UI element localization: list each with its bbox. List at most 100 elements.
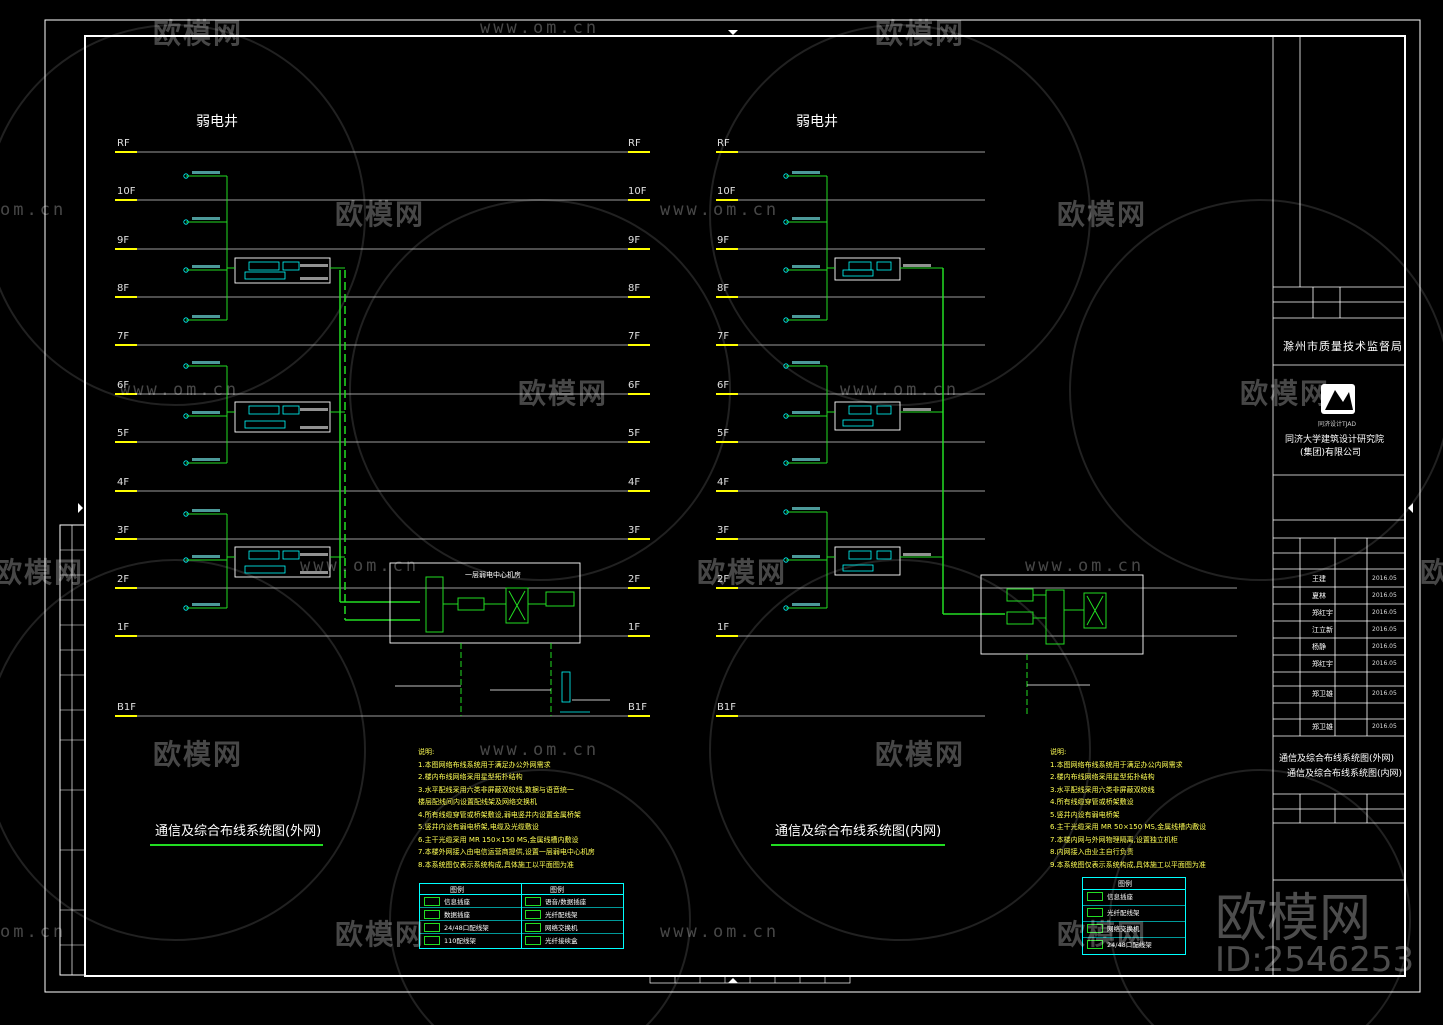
floor-label: 10F (717, 186, 736, 197)
note-line: 1.本图网络布线系统用于满足办公外网需求 (418, 760, 551, 769)
legend-left-header-a: 图例 (450, 886, 464, 894)
110-block (244, 565, 286, 574)
watermark-url: www.om.cn (660, 200, 780, 220)
watermark-url: www.om.cn (480, 18, 600, 38)
note-line: 3.水平配线采用六类非屏蔽双绞线 (1050, 785, 1155, 794)
signature-name: 王建 (1312, 575, 1326, 583)
legend-row-label: 24/48口配线架 (444, 924, 489, 932)
outlet-symbol (183, 173, 189, 179)
legend-row: 语音/数据插座 (521, 894, 623, 908)
outlet-label-mark (192, 217, 220, 220)
outlet-symbol (183, 557, 189, 563)
floor-label: 5F (628, 428, 641, 439)
110-block (842, 564, 874, 572)
signature-name: 夏林 (1312, 592, 1326, 600)
floor-label: 3F (717, 525, 730, 536)
patch-panel (848, 550, 872, 560)
signature-name: 杨静 (1312, 643, 1326, 651)
firm-logo-icon (1321, 384, 1355, 414)
note-line: 4.所有线缆穿管或桥架敷设,弱电竖井内设置金属桥架 (418, 810, 581, 819)
floor-label: RF (628, 138, 641, 149)
outlet-label-mark (792, 507, 820, 510)
floor-label: 7F (717, 331, 730, 342)
floor-label: 1F (117, 622, 130, 633)
outlet-symbol (783, 460, 789, 466)
signature-date: 2016.05 (1372, 643, 1397, 650)
feeder-label-mark (300, 426, 328, 429)
floor-label: 1F (628, 622, 641, 633)
feeder-label-mark (300, 277, 328, 280)
floor-label: 9F (628, 235, 641, 246)
outlet-symbol (183, 413, 189, 419)
note-line: 4.所有线缆穿管或桥架敷设 (1050, 798, 1134, 806)
outlet-label-mark (192, 458, 220, 461)
note-line: 6.主干光缆采用 MR 50×150 MS,金属线槽内敷设 (1050, 823, 1207, 831)
floor-distribution-box (834, 546, 901, 576)
outlet-label-mark (192, 603, 220, 606)
floor-label: 9F (117, 235, 130, 246)
watermark-brand: 欧模网 (1057, 198, 1148, 231)
note-line: 8.本系统图仅表示系统构成,具体施工以平面图为准 (418, 860, 574, 869)
floor-label: 2F (628, 574, 641, 585)
legend-row: 光纤配线架 (521, 907, 623, 921)
drawing-title-1: 通信及综合布线系统图(外网) (1279, 754, 1395, 764)
feeder-label-mark (300, 571, 328, 574)
outlet-label-mark (792, 265, 820, 268)
outlet-symbol (783, 557, 789, 563)
floor-label: 6F (117, 380, 130, 391)
feeder-label-mark (903, 264, 931, 267)
floor-label: 2F (717, 574, 730, 585)
floor-distribution-box (834, 401, 901, 431)
patch-panel (848, 405, 872, 415)
watermark-brand: 欧模网 (0, 556, 85, 589)
legend-row: 信息插座 (420, 894, 521, 908)
floor-label: B1F (717, 702, 736, 713)
floor-label: 6F (717, 380, 730, 391)
outlet-label-mark (192, 315, 220, 318)
floor-distribution-box (234, 257, 331, 284)
floor-label: 6F (628, 380, 641, 391)
switch-unit (282, 550, 300, 560)
floor-label: 5F (117, 428, 130, 439)
signature-date: 2016.05 (1372, 690, 1397, 697)
outlet-symbol (183, 511, 189, 517)
note-line: 楼层配线间内设置配线架及网络交换机 (418, 798, 537, 806)
outlet-label-mark (792, 171, 820, 174)
legend-symbol-icon (424, 936, 440, 945)
watermark-url: www.om.cn (840, 380, 960, 400)
outlet-label-mark (792, 411, 820, 414)
floor-label: 3F (628, 525, 641, 536)
legend-row-label: 信息插座 (1107, 893, 1133, 901)
legend-row-label: 光纤配线架 (1107, 909, 1140, 917)
legend-row-label: 24/48口配线架 (1107, 941, 1152, 949)
legend-row-label: 数据插座 (444, 911, 470, 919)
note-line: 2.楼内布线网络采用星型拓扑结构 (1050, 773, 1155, 781)
floor-label: B1F (117, 702, 136, 713)
floor-distribution-box (234, 401, 331, 433)
floor-label: 5F (717, 428, 730, 439)
outlet-symbol (783, 413, 789, 419)
outlet-label-mark (792, 217, 820, 220)
floor-label: 4F (717, 477, 730, 488)
feeder-label-mark (903, 553, 931, 556)
outlet-label-mark (192, 265, 220, 268)
signature-name: 郑红宇 (1312, 660, 1333, 668)
main-distribution-frame (1045, 589, 1065, 645)
legend-row-label: 110配线架 (444, 937, 476, 945)
right-diagram-title: 通信及综合布线系统图(内网) (775, 824, 942, 839)
outlet-symbol (183, 317, 189, 323)
outlet-label-mark (792, 315, 820, 318)
outlet-symbol (183, 219, 189, 225)
legend-row: 光纤配线架 (1083, 905, 1185, 922)
server-rack (545, 591, 575, 607)
110-block (842, 269, 874, 277)
watermark-brand: 欧模网 (875, 17, 966, 50)
floor-label: 2F (117, 574, 130, 585)
